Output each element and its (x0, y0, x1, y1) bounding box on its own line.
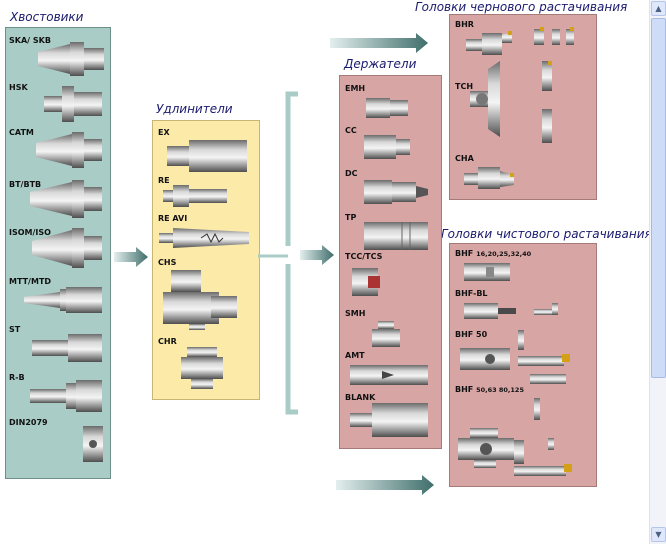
rough-heads-panel: BHR TCH CHA (449, 14, 597, 200)
scroll-thumb[interactable] (651, 18, 666, 378)
finish-label-bhf-large: BHF 50,63 80,125 (455, 385, 524, 394)
finish-label-bhf-50: BHF 50 (455, 330, 488, 339)
finish-label-bhf-small: BHF 16,20,25,32,40 (455, 249, 532, 258)
rough-cha-image (464, 167, 514, 189)
extension-ex-image (167, 140, 247, 172)
rough-bhr-inserts (534, 27, 574, 45)
shanks-title: Хвостовики (10, 10, 84, 24)
holder-dc-image (364, 180, 428, 204)
extension-label-re: RE (158, 176, 170, 185)
scroll-up-icon[interactable]: ▲ (651, 1, 666, 16)
finish-heads-panel: BHF 16,20,25,32,40 BHF-BL BHF 50 BHF 50,… (449, 243, 597, 487)
extension-label-reavi: RE AVI (158, 214, 188, 223)
finish-bhf-small-image (464, 263, 510, 281)
arrow-top-to-rough-heads (330, 33, 428, 53)
extension-reavi-image (159, 228, 249, 248)
holder-label-amt: AMT (345, 351, 365, 360)
rough-label-cha: CHA (455, 154, 474, 163)
finish-bhf-large-inserts (514, 398, 572, 476)
extension-label-chs: CHS (158, 258, 177, 267)
extension-label-chr: CHR (158, 337, 177, 346)
arrow-shanks-to-extensions (114, 247, 148, 267)
holder-smh-image (372, 321, 400, 347)
shank-label-rb: R-B (9, 373, 25, 382)
finish-bhf-50-inserts (518, 330, 570, 384)
extension-re-image (163, 185, 227, 207)
shank-label-ska: SKA/ SKB (9, 36, 51, 45)
holder-label-smh: SMH (345, 309, 366, 318)
bracket-connector (258, 91, 298, 415)
shank-hsk-image (44, 86, 102, 122)
vertical-scrollbar[interactable]: ▲ ▼ (649, 0, 666, 544)
extension-label-ex: EX (158, 128, 170, 137)
finish-bhf-large-image (458, 428, 514, 468)
holder-label-tp: TP (345, 213, 357, 222)
holder-label-cc: CC (345, 126, 357, 135)
extension-chr-image (181, 347, 223, 389)
holder-emh-image (366, 98, 408, 118)
extensions-title: Удлинители (156, 102, 233, 116)
scroll-down-icon[interactable]: ▼ (651, 527, 666, 542)
rough-heads-title: Головки чернового растачивания (415, 0, 628, 14)
rough-label-tch: TCH (455, 82, 474, 91)
finish-bhf-bl-image (464, 303, 516, 319)
shank-label-isom: ISOM/ISO (9, 228, 51, 237)
shank-label-st: ST (9, 325, 21, 334)
holder-amt-image (350, 365, 428, 385)
arrow-bottom-to-finish-heads (336, 475, 434, 495)
shank-label-catm: CATM (9, 128, 34, 137)
shank-bt-image (30, 180, 102, 218)
finish-heads-title: Головки чистового растачивания (441, 227, 652, 241)
rough-tch-inserts (542, 61, 552, 143)
shank-ska-image (38, 42, 104, 76)
holder-tp-image (364, 222, 428, 250)
shanks-panel: SKA/ SKB HSK CATM BT/BTB ISOM/ISO MTT/MT… (5, 27, 111, 479)
shank-st-image (32, 334, 102, 362)
shank-label-hsk: HSK (9, 83, 28, 92)
holder-label-blank: BLANK (345, 393, 376, 402)
rough-tch-image (470, 61, 500, 137)
shank-catm-image (36, 132, 102, 168)
rough-bhr-image (466, 31, 512, 55)
finish-label-bhf-bl: BHF-BL (455, 289, 488, 298)
shank-isom-image (32, 228, 102, 268)
extension-chs-image (163, 270, 237, 330)
holder-tcc-image (352, 268, 380, 296)
holders-panel: EMH CC DC TP TCC/TCS SMH AMT BLANK (339, 75, 442, 449)
shank-label-mtt: MTT/MTD (9, 277, 52, 286)
holders-title: Держатели (344, 57, 417, 71)
shank-din-image (83, 426, 103, 462)
finish-bhf-50-image (460, 348, 510, 370)
shank-mtt-image (24, 287, 102, 313)
holder-label-tcc: TCC/TCS (345, 252, 383, 261)
holder-blank-image (350, 403, 428, 437)
finish-bhf-bl-insert (534, 303, 558, 315)
rough-label-bhr: BHR (455, 20, 474, 29)
arrow-bracket-to-holders (300, 245, 334, 265)
extensions-panel: EX RE RE AVI CHS CHR (152, 120, 260, 400)
holder-cc-image (364, 135, 410, 159)
shank-rb-image (30, 380, 102, 412)
holder-label-dc: DC (345, 169, 358, 178)
shank-label-bt: BT/BTB (9, 180, 42, 189)
shank-label-din: DIN2079 (9, 418, 48, 427)
holder-label-emh: EMH (345, 84, 366, 93)
